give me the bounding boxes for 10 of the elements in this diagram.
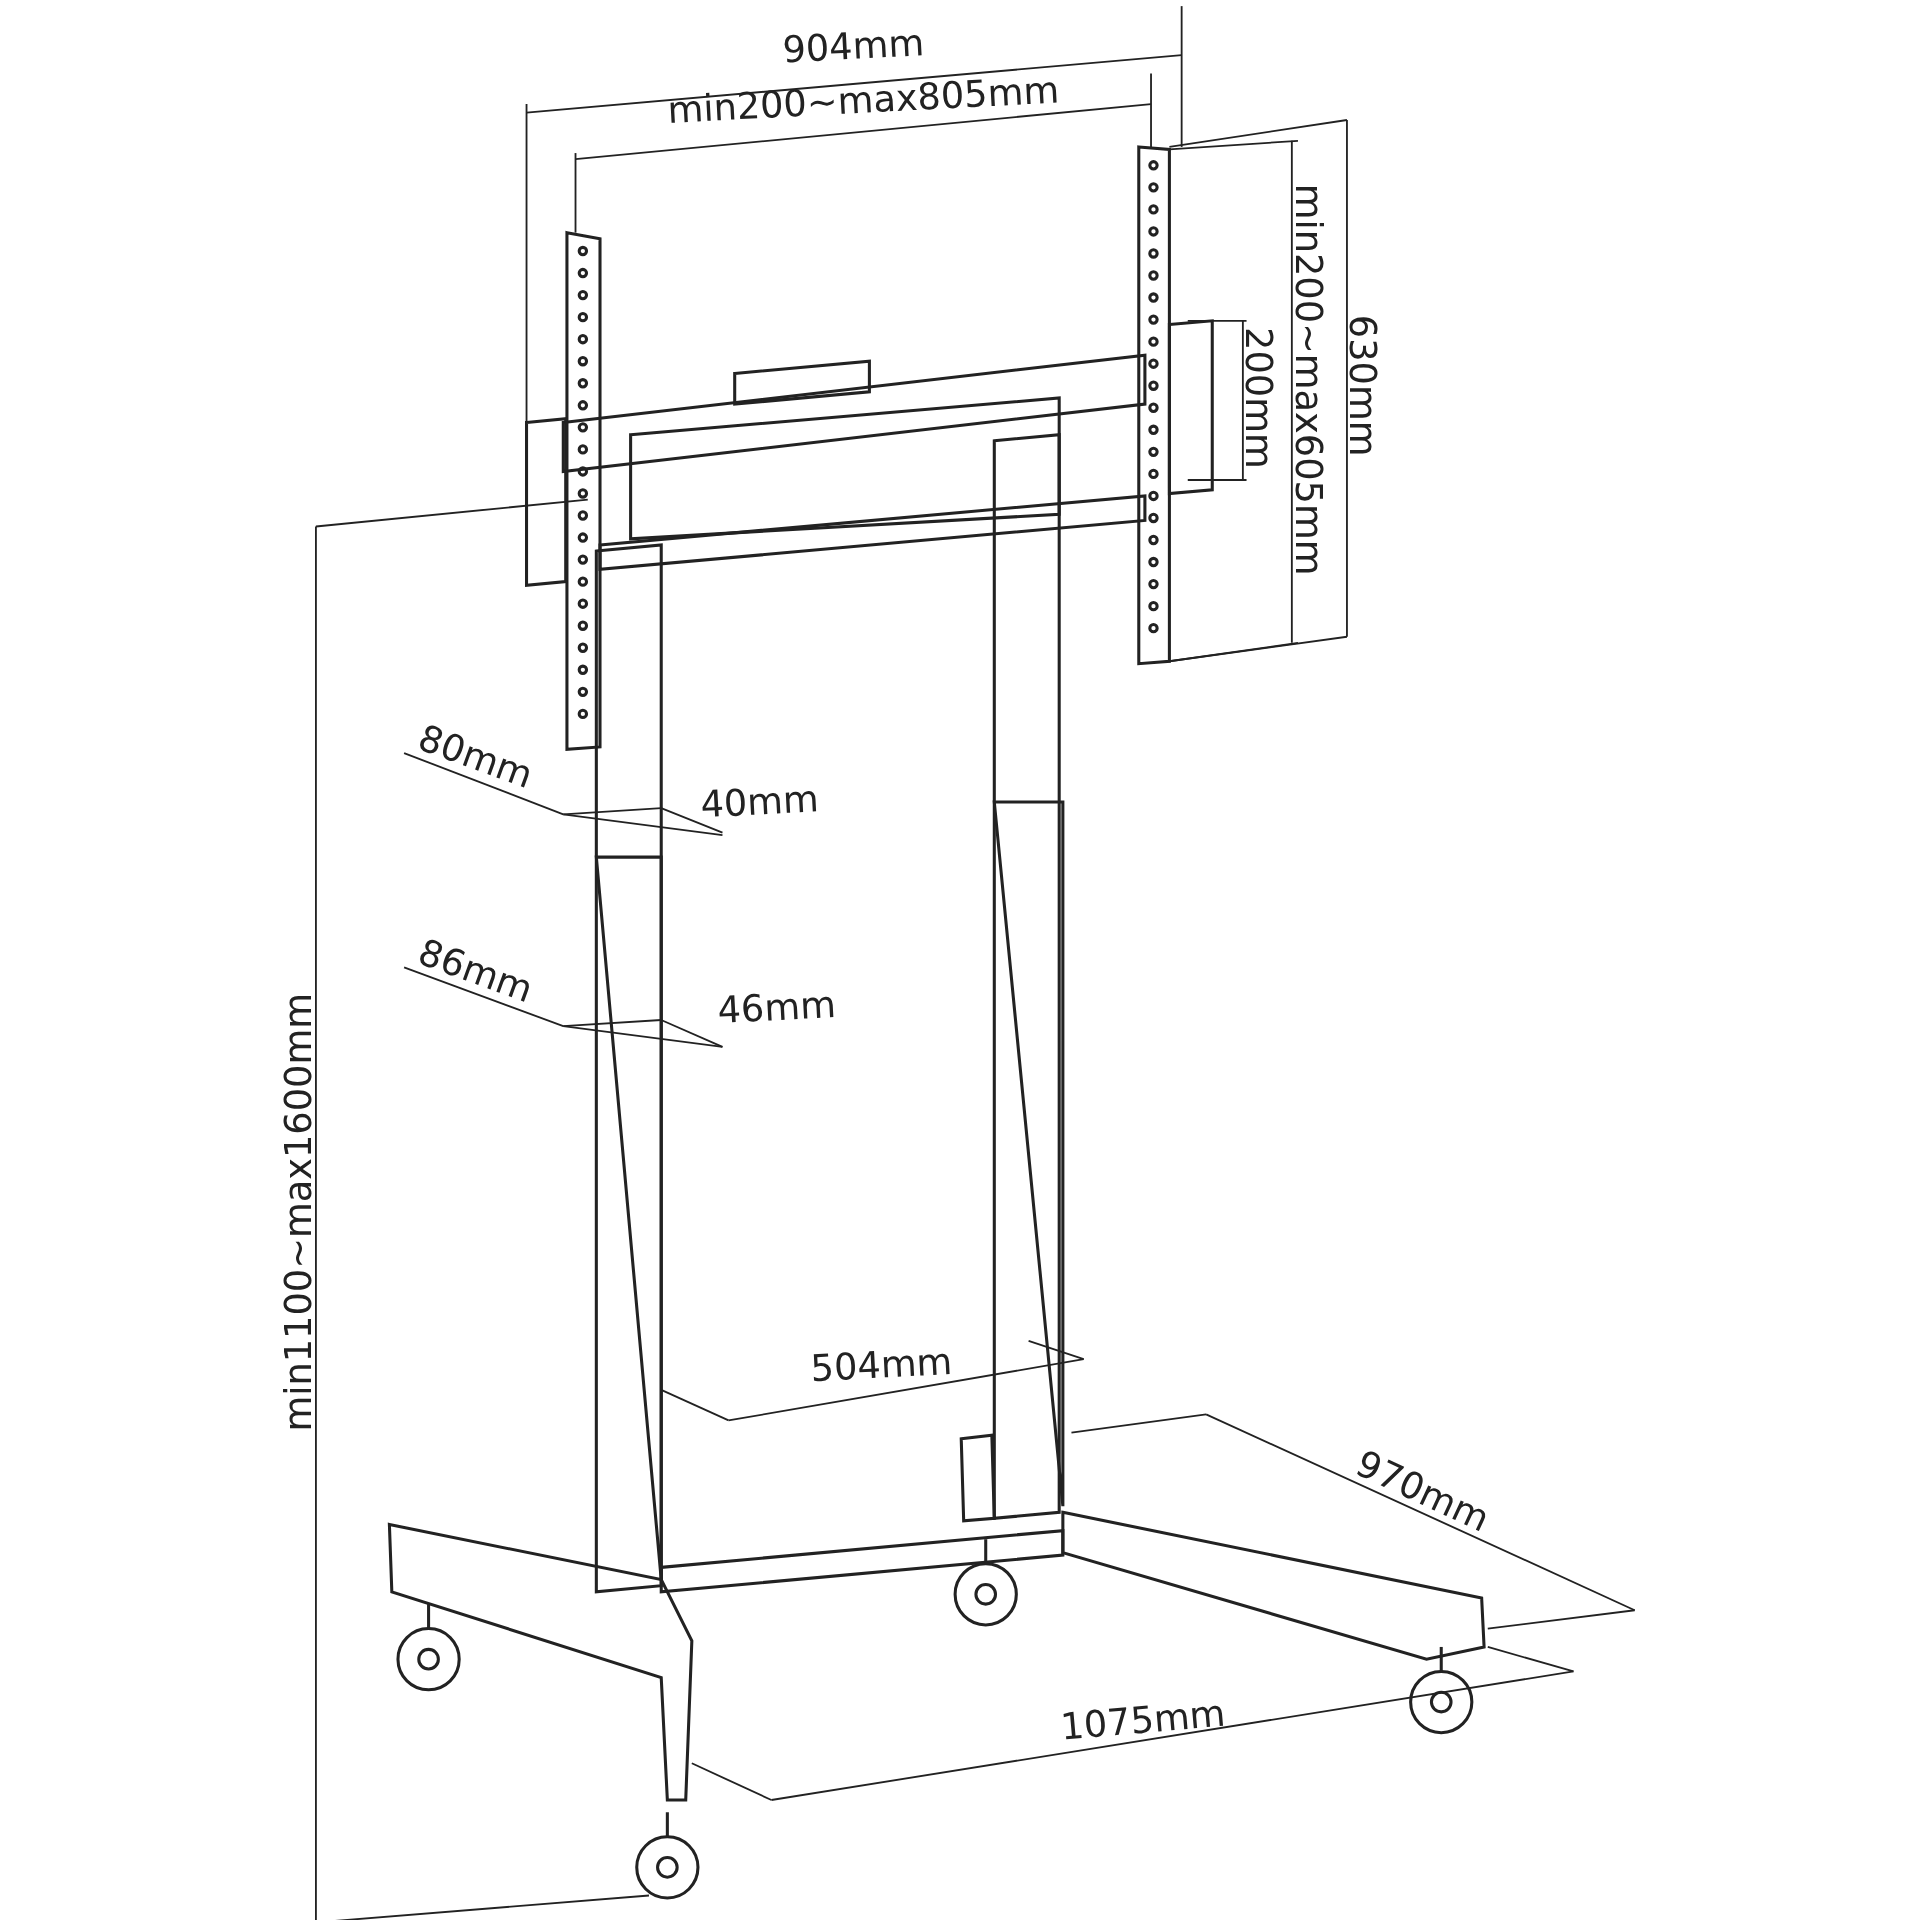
- dimension-label: 46mm: [716, 986, 837, 1030]
- dimension-label: 504mm: [809, 1343, 954, 1388]
- dimension-label: 200mm: [1240, 327, 1277, 469]
- dimension-label: 40mm: [698, 780, 819, 824]
- dimension-label: 1075mm: [1058, 1694, 1227, 1746]
- dimension-label: min200~max605mm: [1289, 183, 1327, 576]
- dimension-label: 904mm: [781, 24, 925, 69]
- dimension-label: min200~max805mm: [666, 71, 1060, 129]
- dimension-label: min1100~max1600mm: [280, 992, 318, 1432]
- dimension-label: 630mm: [1344, 314, 1382, 457]
